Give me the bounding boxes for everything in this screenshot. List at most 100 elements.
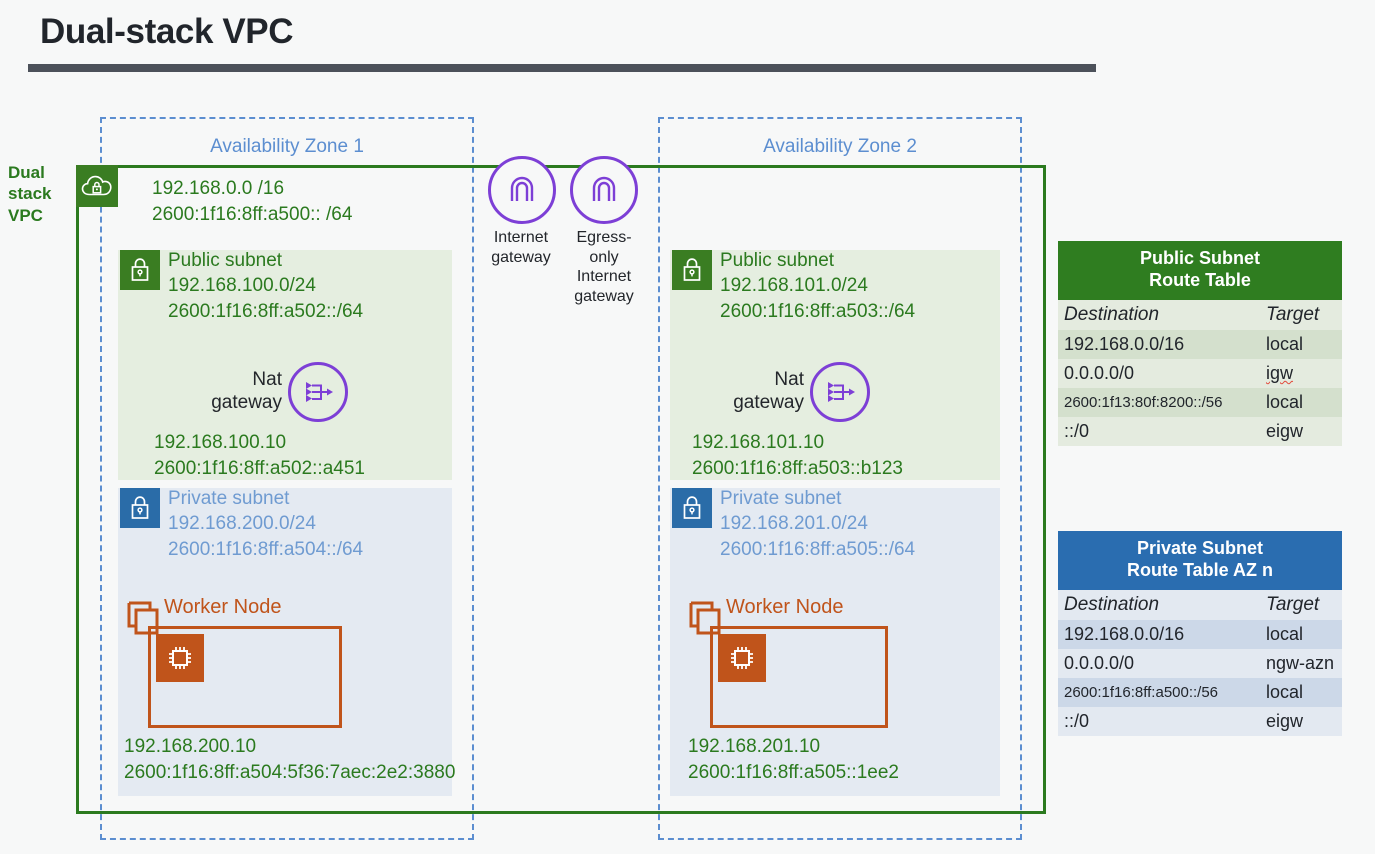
az2-nat-gateway[interactable]: Nat gateway <box>712 362 870 422</box>
az2-private-subnet-name: Private subnet <box>720 488 842 509</box>
route-target: ngw-azn <box>1266 652 1335 673</box>
az2-worker-node-label: Worker Node <box>726 596 844 618</box>
az1-private-subnet-ipv6: 2600:1f16:8ff:a504::/64 <box>168 538 364 560</box>
egress-gw-label-line-2: Internet <box>576 268 632 286</box>
private-route-table-title-line-2: Route Table AZ n <box>1127 559 1273 580</box>
private-route-table-title-line-1: Private Subnet <box>1136 538 1264 558</box>
az2-nat-ipv6: 2600:1f16:8ff:a503::b123 <box>692 457 903 479</box>
az2-public-subnet-name: Public subnet <box>720 250 835 271</box>
vpc-boundary <box>76 165 1046 814</box>
route-target: local <box>1266 391 1304 412</box>
az1-nat-label-line-2: gateway <box>211 392 282 413</box>
az2-public-subnet-ipv4: 192.168.101.0/24 <box>720 275 868 297</box>
egress-only-internet-gateway-label: Egress-only Internet gateway <box>566 228 642 306</box>
az2-worker-node-frame <box>710 626 888 728</box>
az2-public-subnet-ipv6: 2600:1f16:8ff:a503::/64 <box>720 300 916 322</box>
column-header-target: Target <box>1266 593 1320 615</box>
internet-gateway-label-line-2: gateway <box>491 248 551 266</box>
egress-gw-label-line-1: Egress-only <box>576 229 632 266</box>
public-subnet-lock-icon <box>120 250 160 290</box>
public-route-table-title-line-2: Route Table <box>1149 269 1251 290</box>
private-subnet-lock-icon <box>120 488 160 528</box>
internet-gateway[interactable]: Internet gateway <box>488 156 556 267</box>
egress-gw-label-line-3: gateway <box>574 287 634 305</box>
internet-gateway-label-line-1: Internet <box>493 229 549 246</box>
az1-worker-addresses: 192.168.200.10 2600:1f16:8ff:a504:5f36:7… <box>124 734 455 785</box>
nat-gateway-icon <box>810 362 870 422</box>
public-route-table-title-line-1: Public Subnet <box>1139 248 1260 268</box>
egress-only-internet-gateway[interactable]: Egress-only Internet gateway <box>566 156 642 306</box>
az1-private-subnet-ipv4: 192.168.200.0/24 <box>168 513 316 535</box>
az1-public-subnet-ipv4: 192.168.100.0/24 <box>168 275 316 297</box>
az1-nat-ipv6: 2600:1f16:8ff:a502::a451 <box>154 457 365 479</box>
vpc-cloud-lock-icon <box>76 165 118 207</box>
private-route-table-title: Private Subnet Route Table AZ n <box>1058 531 1342 590</box>
availability-zone-2-title: Availability Zone 2 <box>763 136 917 157</box>
az1-worker-node-label: Worker Node <box>164 596 282 618</box>
compute-chip-icon <box>718 634 766 682</box>
az1-nat-gateway-label: Nat gateway <box>190 369 282 415</box>
az2-private-subnet: Private subnet 192.168.201.0/24 2600:1f1… <box>670 488 1000 796</box>
vpc-label-line-2: stack <box>8 184 52 204</box>
vpc-label-line-1: Dual <box>8 163 45 182</box>
vpc-label-line-3: VPC <box>8 205 43 225</box>
az2-private-subnet-ipv6: 2600:1f16:8ff:a505::/64 <box>720 538 916 560</box>
private-subnet-route-table: Private Subnet Route Table AZ n Destinat… <box>1058 531 1342 736</box>
column-header-target: Target <box>1266 303 1320 325</box>
az1-private-subnet: Private subnet 192.168.200.0/24 2600:1f1… <box>118 486 455 796</box>
az2-public-subnet-info: Public subnet 192.168.101.0/24 2600:1f16… <box>720 248 915 324</box>
az1-worker-ipv4: 192.168.200.10 <box>124 736 257 757</box>
az2-nat-gateway-label: Nat gateway <box>712 369 804 415</box>
az1-worker-ipv6: 2600:1f16:8ff:a504:5f36:7aec:2e2:3880 <box>124 761 456 783</box>
worker-node-group-icon <box>126 600 170 649</box>
worker-node-group-icon <box>688 600 732 649</box>
route-target: local <box>1266 333 1304 354</box>
title-divider <box>28 64 1096 72</box>
az2-nat-addresses: 192.168.101.10 2600:1f16:8ff:a503::b123 <box>692 430 903 481</box>
route-destination: ::/0 <box>1064 710 1090 731</box>
route-destination: 192.168.0.0/16 <box>1064 623 1185 644</box>
az2-public-subnet: Public subnet 192.168.101.0/24 2600:1f16… <box>670 250 1000 480</box>
az1-worker-node[interactable]: Worker Node <box>118 596 348 730</box>
az1-nat-addresses: 192.168.100.10 2600:1f16:8ff:a502::a451 <box>154 430 365 481</box>
page-title: Dual-stack VPC <box>40 12 294 51</box>
internet-gateway-icon <box>488 156 556 224</box>
az1-public-subnet-name: Public subnet <box>168 250 283 271</box>
route-destination: 0.0.0.0/0 <box>1064 652 1135 673</box>
route-target: local <box>1266 623 1304 644</box>
route-destination: 2600:1f13:80f:8200::/56 <box>1064 393 1223 411</box>
availability-zone-1-boundary <box>100 117 474 840</box>
az1-private-subnet-name: Private subnet <box>168 488 290 509</box>
vpc-cidr-block: 192.168.0.0 /16 2600:1f16:8ff:a500:: /64 <box>152 176 352 227</box>
az1-nat-ipv4: 192.168.100.10 <box>154 432 287 453</box>
az1-nat-gateway[interactable]: Nat gateway <box>190 362 348 422</box>
route-destination: 0.0.0.0/0 <box>1064 362 1135 383</box>
route-table-row: 0.0.0.0/0 ngw-azn <box>1058 648 1342 678</box>
az1-public-subnet: Public subnet 192.168.100.0/24 2600:1f16… <box>118 250 452 480</box>
az2-nat-ipv4: 192.168.101.10 <box>692 432 825 453</box>
internet-gateway-label: Internet gateway <box>488 228 554 267</box>
public-route-table-title: Public Subnet Route Table <box>1058 241 1342 300</box>
az2-worker-ipv4: 192.168.201.10 <box>688 736 821 757</box>
az1-public-subnet-info: Public subnet 192.168.100.0/24 2600:1f16… <box>168 248 363 324</box>
az2-worker-addresses: 192.168.201.10 2600:1f16:8ff:a505::1ee2 <box>688 734 899 785</box>
route-table-row: 192.168.0.0/16 local <box>1058 619 1342 649</box>
az2-private-subnet-ipv4: 192.168.201.0/24 <box>720 513 868 535</box>
route-destination: 2600:1f16:8ff:a500::/56 <box>1064 683 1219 701</box>
az2-worker-node[interactable]: Worker Node <box>680 596 910 730</box>
route-destination: ::/0 <box>1064 420 1090 441</box>
az1-private-subnet-info: Private subnet 192.168.200.0/24 2600:1f1… <box>168 486 363 562</box>
availability-zone-1-title: Availability Zone 1 <box>210 136 364 157</box>
route-table-row: 2600:1f13:80f:8200::/56 local <box>1058 387 1342 417</box>
nat-gateway-icon <box>288 362 348 422</box>
az1-public-subnet-ipv6: 2600:1f16:8ff:a502::/64 <box>168 300 364 322</box>
